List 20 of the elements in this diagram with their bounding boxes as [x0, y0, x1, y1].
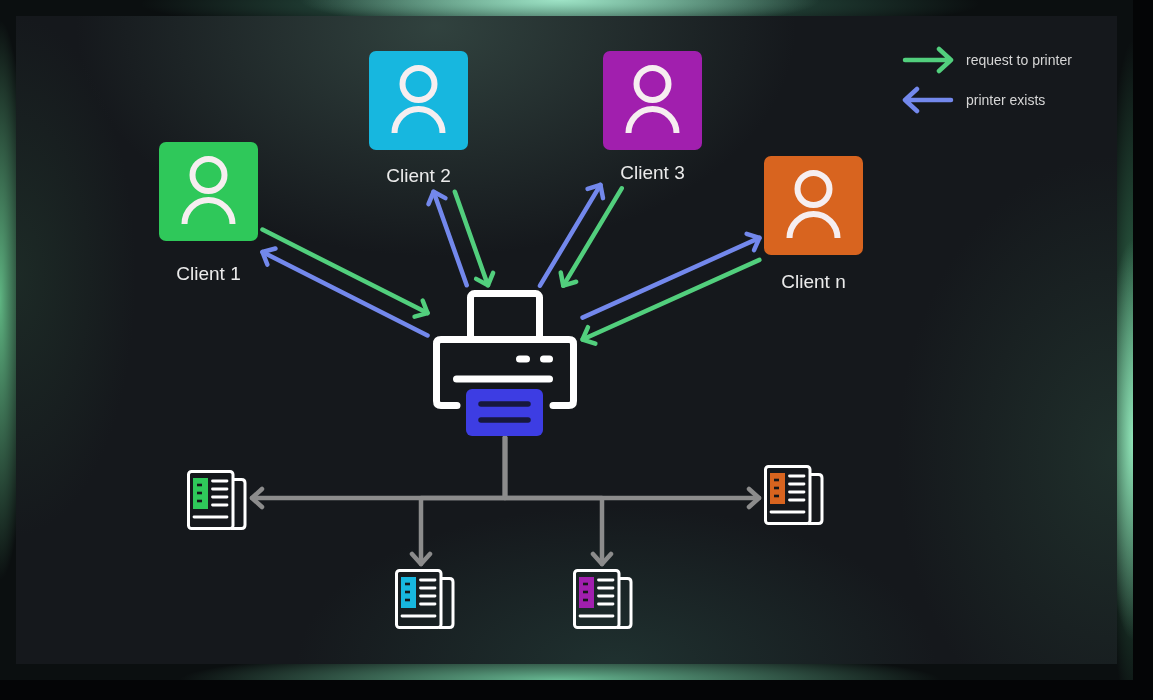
document-icon: [187, 470, 247, 530]
arrow: [260, 246, 430, 338]
document-icon: [764, 465, 824, 525]
arrow: [452, 189, 496, 288]
arrow: [502, 434, 614, 567]
client-label: Client n: [781, 271, 846, 293]
client-label: Client 3: [620, 162, 685, 184]
client-label: Client 1: [176, 263, 241, 285]
arrow: [260, 227, 430, 319]
arrow: [580, 257, 762, 346]
arrow: [537, 182, 606, 288]
arrow: [426, 189, 469, 288]
client-label: Client 2: [386, 165, 451, 187]
document-icon: [573, 569, 633, 629]
document-icon: [395, 569, 455, 629]
legend-label: printer exists: [966, 91, 1046, 109]
arrow: [580, 231, 762, 320]
arrow: [558, 186, 624, 288]
legend-label: request to printer: [966, 51, 1072, 69]
printer-icon: [432, 290, 578, 437]
